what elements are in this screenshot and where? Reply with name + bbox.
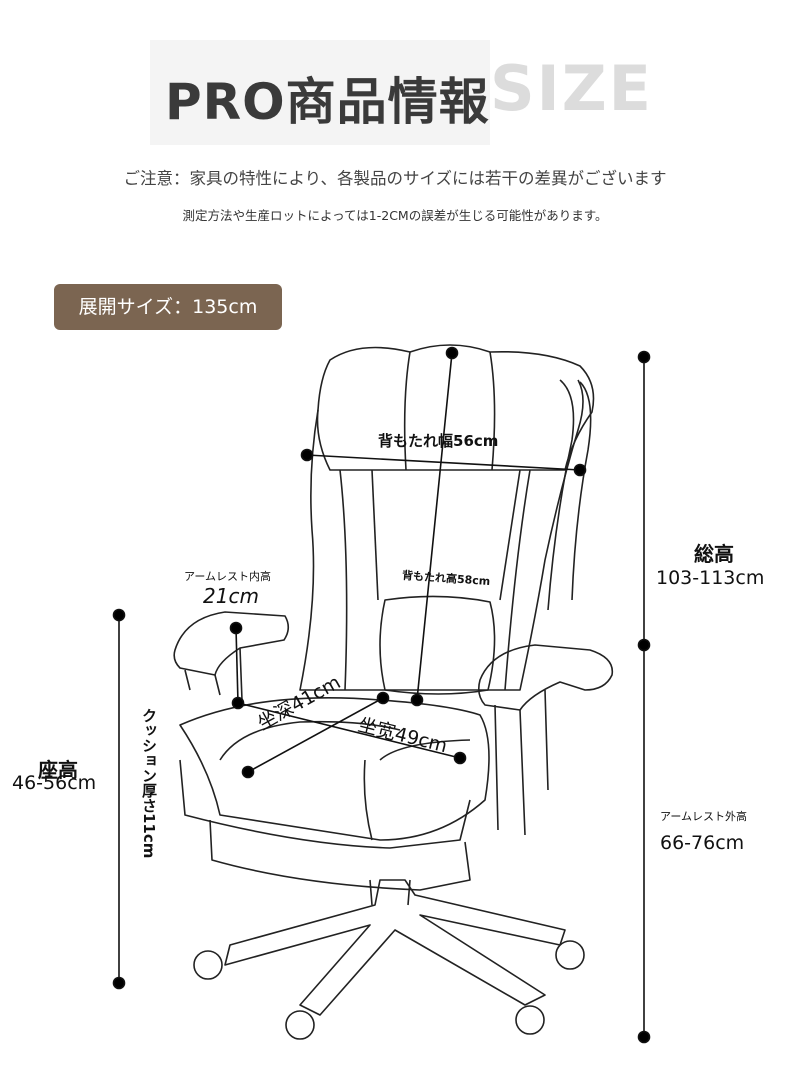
backrest-width-label: 背もたれ幅56cm xyxy=(378,432,499,450)
dimension-dot xyxy=(376,691,390,705)
seat-depth-line xyxy=(247,697,384,773)
left-armrest xyxy=(173,611,290,676)
title-background xyxy=(150,40,490,145)
right-armrest xyxy=(478,644,614,711)
total-height-label: 総高 xyxy=(694,542,734,566)
dimension-dot xyxy=(231,696,245,710)
caster xyxy=(193,950,223,980)
seat-cushion xyxy=(179,697,490,841)
armrest-inner-label: アームレスト内高 xyxy=(184,570,272,583)
caster xyxy=(555,940,585,970)
dimension-dot xyxy=(112,608,126,622)
dimension-dot xyxy=(453,751,467,765)
dimension-dot xyxy=(241,765,255,779)
total-height-value: 103-113cm xyxy=(656,567,765,589)
dimension-dot xyxy=(410,693,424,707)
caster xyxy=(285,1010,315,1040)
caster xyxy=(515,1005,545,1035)
dimension-dot xyxy=(637,1030,651,1044)
armrest-inner-line xyxy=(235,627,239,704)
dimension-dot xyxy=(445,346,459,360)
star-base xyxy=(224,879,566,1016)
dimension-dot xyxy=(637,638,651,652)
cushion-thickness-label: クッション厚さ11cm xyxy=(140,708,158,859)
gas-cylinder xyxy=(369,879,411,906)
size-watermark: SIZE xyxy=(490,52,654,125)
expanded-size-badge: 展開サイズ：135cm xyxy=(54,284,282,330)
lumbar-pillow xyxy=(379,595,496,695)
dimension-dot xyxy=(229,621,243,635)
page-title: PRO商品情報 xyxy=(165,73,490,131)
dimension-dot xyxy=(112,976,126,990)
notice-line-1: ご注意：家具の特性により、各製品のサイズには若干の差異がございます xyxy=(123,169,667,188)
seat-width-line xyxy=(237,702,461,759)
chair-outline xyxy=(173,344,614,1040)
notice-line-2: 測定方法や生産ロットによっては1-2CMの誤差が生じる可能性があります。 xyxy=(182,208,608,223)
seat-height-label: 座高 xyxy=(38,758,78,782)
armrest-outer-value: 66-76cm xyxy=(660,832,745,854)
seat-height-value: 46-56cm xyxy=(12,772,97,794)
armrest-inner-value: 21cm xyxy=(203,584,259,608)
backrest xyxy=(299,379,584,691)
headrest xyxy=(316,344,595,471)
backrest-height-line xyxy=(416,352,453,701)
footrest xyxy=(209,819,471,891)
seat-base xyxy=(179,759,471,849)
dimension-dot xyxy=(637,350,651,364)
armrest-outer-label: アームレスト外高 xyxy=(660,810,748,823)
dimension-dot xyxy=(573,463,587,477)
dimension-dot xyxy=(300,448,314,462)
backrest-width-line xyxy=(306,454,581,471)
